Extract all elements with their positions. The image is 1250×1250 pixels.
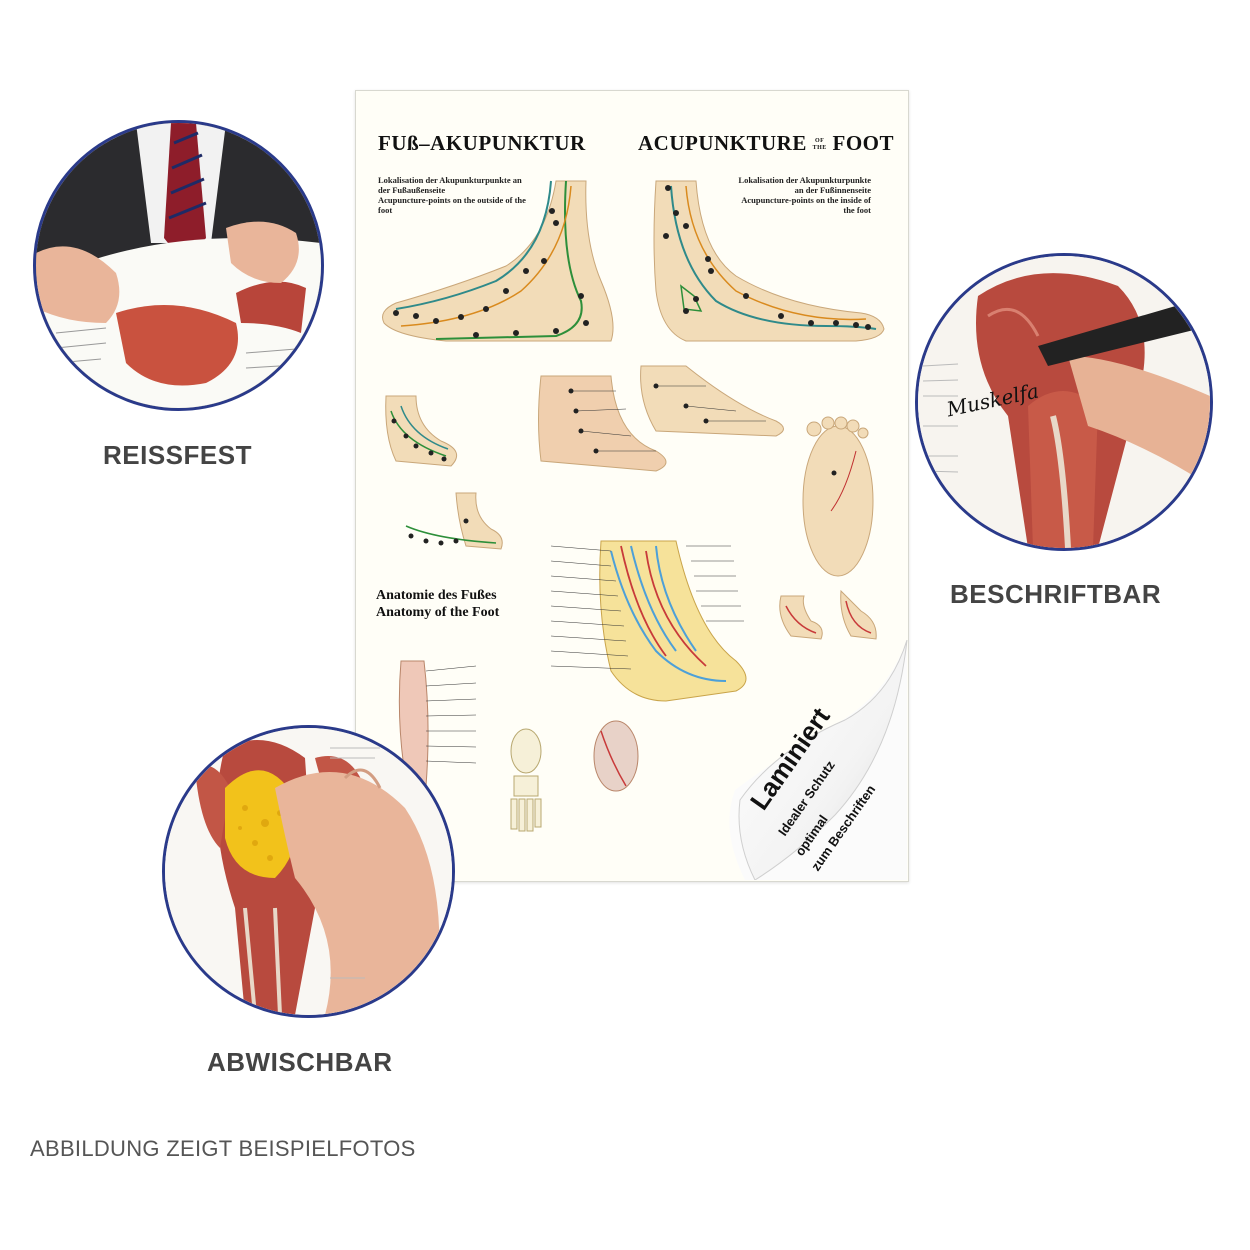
beschriftbar-label: BESCHRIFTBAR xyxy=(950,579,1162,609)
abwischbar-photo-circle xyxy=(162,725,455,1018)
anatomy-heading: Anatomie des Fußes Anatomy of the Foot xyxy=(376,588,500,620)
foot-illustrations xyxy=(382,180,885,832)
ankle-detail-drawing xyxy=(385,395,503,550)
poster-title-de: FUß–AKUPUNKTUR xyxy=(378,131,586,155)
reissfest-label: REISSFEST xyxy=(103,440,252,470)
laminate-page-curl xyxy=(729,640,908,880)
inner-foot-drawing xyxy=(653,180,885,342)
anatomy-poster: FUß–AKUPUNKTUR ACUPUNKTURE OF THE FOOT L… xyxy=(355,90,909,882)
writing-on-poster-photo xyxy=(918,256,1210,548)
outer-foot-drawing xyxy=(382,180,614,342)
anatomy-foot-drawing xyxy=(398,540,877,832)
tearing-poster-photo xyxy=(36,123,321,408)
abwischbar-label: ABWISCHBAR xyxy=(207,1047,393,1077)
left-subtitle: Lokalisation der Akupunkturpunkte an der… xyxy=(378,175,526,215)
beschriftbar-photo-circle: Muskelfa xyxy=(915,253,1213,551)
meridian-foot-drawing xyxy=(538,365,784,472)
sole-drawing xyxy=(802,416,874,577)
reissfest-photo-circle xyxy=(33,120,324,411)
example-photo-caption: ABBILDUNG ZEIGT BEISPIELFOTOS xyxy=(30,1136,416,1161)
right-subtitle: Lokalisation der Akupunkturpunkte an der… xyxy=(738,175,871,215)
wiping-poster-photo xyxy=(165,728,452,1015)
poster-title-en: ACUPUNKTURE OF THE FOOT xyxy=(638,131,895,155)
